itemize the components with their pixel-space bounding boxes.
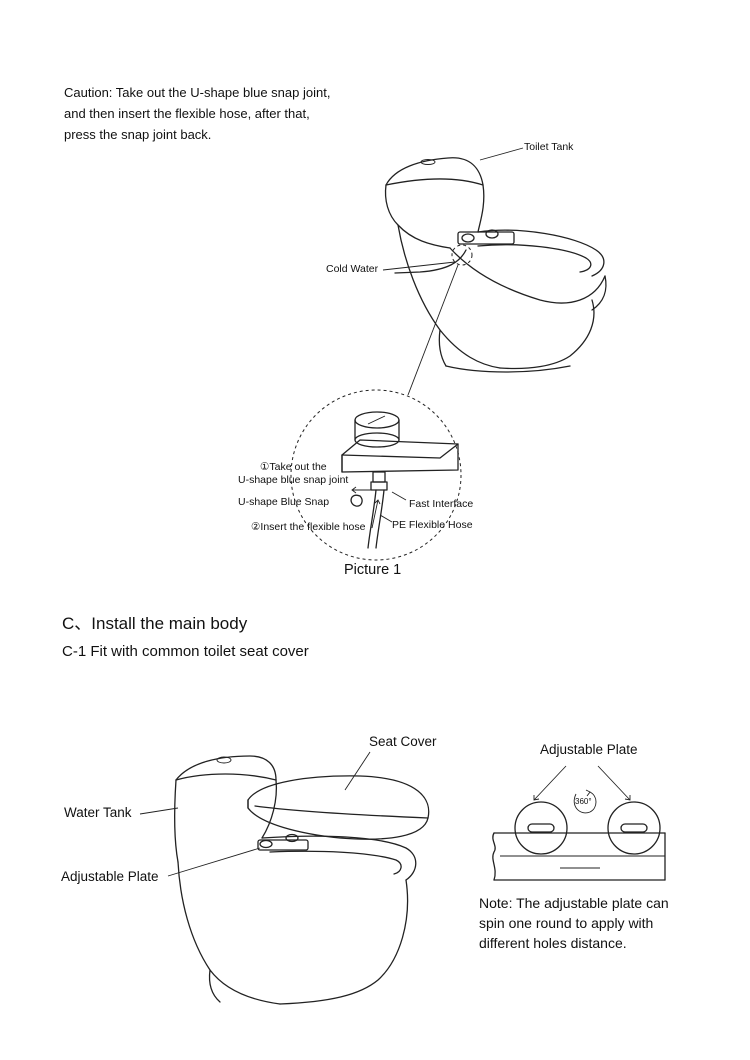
step1-label-line1: ①Take out the — [260, 461, 327, 473]
caution-line: press the snap joint back. — [64, 127, 212, 142]
note-line: spin one round to apply with — [479, 915, 654, 931]
step1-label-line2: U-shape blue snap joint — [238, 474, 349, 486]
section-subtitle: C-1 Fit with common toilet seat cover — [62, 643, 309, 660]
picture-caption: Picture 1 — [344, 562, 402, 578]
adjustable-plate-label: Adjustable Plate — [61, 869, 159, 884]
adjustable-plate-diagram — [492, 765, 666, 881]
seat-cover-label: Seat Cover — [369, 734, 437, 749]
toilet-tank-label: Toilet Tank — [524, 141, 574, 153]
rotation-label: 360° — [575, 797, 592, 806]
cold-water-label: Cold Water — [326, 263, 379, 275]
plate-note: Note: The adjustable plate can spin one … — [479, 893, 669, 953]
water-tank-label: Water Tank — [64, 805, 132, 820]
blue-snap-label: U-shape Blue Snap — [238, 496, 330, 508]
note-line: different holes distance. — [479, 935, 627, 951]
toilet-illustration-bottom — [139, 751, 430, 1005]
step2-label: ②Insert the flexible hose — [251, 521, 366, 533]
toilet-illustration-top — [382, 147, 607, 396]
zoom-detail — [290, 389, 462, 561]
caution-note: Caution: Take out the U-shape blue snap … — [64, 82, 330, 145]
caution-line: Caution: Take out the U-shape blue snap … — [64, 85, 331, 100]
caution-line: and then insert the flexible hose, after… — [64, 106, 310, 121]
note-line: Note: The adjustable plate can — [479, 895, 669, 911]
section-title: C、Install the main body — [62, 614, 248, 633]
fast-interface-label: Fast Interface — [409, 498, 474, 510]
plate-detail-title: Adjustable Plate — [540, 742, 638, 757]
pe-hose-label: PE Flexible Hose — [392, 519, 473, 531]
